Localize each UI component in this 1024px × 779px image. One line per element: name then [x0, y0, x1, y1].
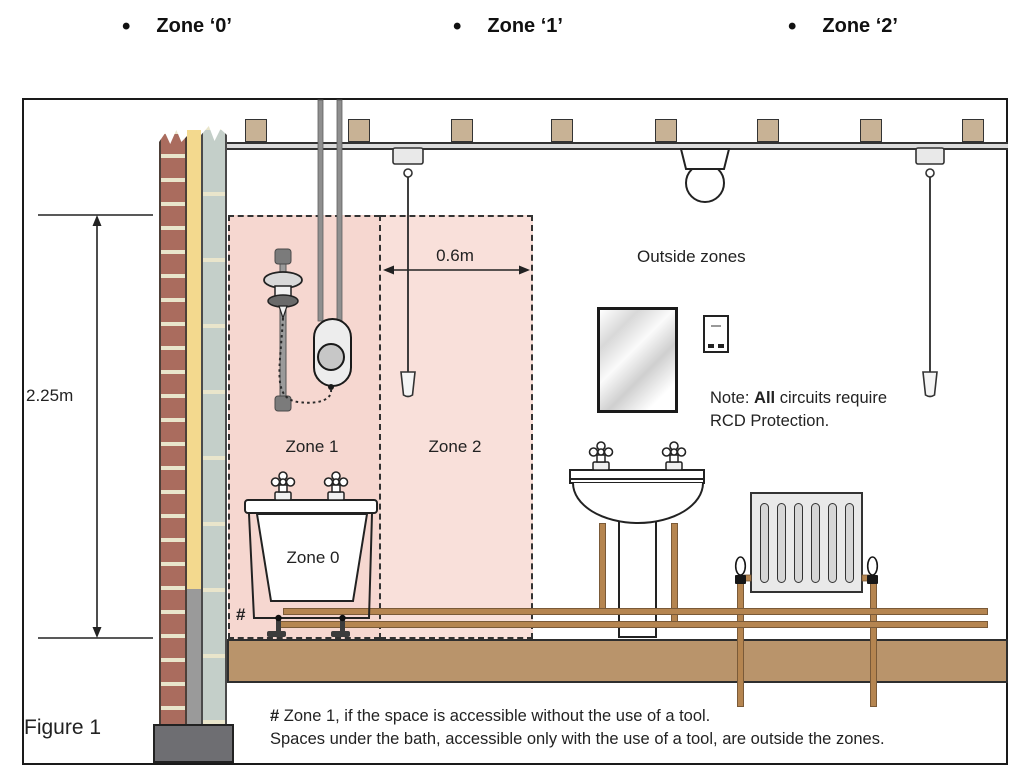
shower-supply-pipes: [317, 99, 343, 322]
pipe-horizontal-upper: [283, 608, 988, 615]
shaver-socket: [703, 315, 729, 353]
zone2-label: Zone 2: [428, 437, 482, 456]
basin-tap: [588, 441, 614, 471]
basin-tap: [661, 441, 687, 471]
note-suffix: circuits require: [775, 389, 887, 407]
shower-hose: [278, 317, 333, 404]
hash-marker: #: [236, 605, 246, 624]
bullet-icon: •: [788, 12, 797, 40]
wall-cavity-below-floor: [187, 589, 201, 724]
shower-rail: [274, 248, 292, 412]
basin-top-line: [571, 478, 703, 480]
ceiling: [227, 142, 1008, 150]
height-dimension-label: 2.25m: [26, 386, 74, 405]
radiator-fin: [845, 503, 854, 583]
radiator-valve: [861, 556, 879, 584]
legend-item-zone1: • Zone ‘1’: [453, 12, 563, 40]
zone0-label: Zone 0: [286, 548, 340, 567]
zone1-label: Zone 1: [285, 437, 339, 456]
wall-foundation: [153, 724, 234, 763]
figure-label: Figure 1: [24, 716, 102, 739]
bullet-icon: •: [453, 12, 462, 40]
bath-frame: [248, 513, 373, 619]
radiator-fin: [828, 503, 837, 583]
ceiling-joist: [757, 119, 779, 142]
rcd-note: Note: All circuits require RCD Protectio…: [710, 387, 925, 433]
bath-tap: [270, 471, 296, 501]
floor: [227, 639, 1008, 683]
diagram-frame: [22, 98, 1008, 765]
zone-divider: [379, 215, 381, 639]
bath-feet: [267, 614, 350, 637]
legend-label-zone1: Zone ‘1’: [487, 15, 563, 37]
socket-pin-icon: [718, 344, 724, 348]
zone2-region: [380, 215, 533, 639]
radiator-valve: [734, 556, 752, 584]
electric-shower-unit: [313, 318, 352, 390]
ceiling-joist: [551, 119, 573, 142]
shower-dial-icon: [317, 343, 345, 371]
zone2-width-arrow: [383, 265, 530, 275]
ceiling-joist: [860, 119, 882, 142]
legend-label-zone2: Zone ‘2’: [822, 15, 898, 37]
wall-block-inner-leaf: [201, 126, 227, 724]
bath-tub: [255, 513, 369, 602]
ceiling-light: [679, 148, 731, 203]
ceiling-joist: [962, 119, 984, 142]
legend-item-zone2: • Zone ‘2’: [788, 12, 898, 40]
radiator-fin: [794, 503, 803, 583]
pull-cord-switch-right: [915, 147, 945, 398]
shower-head-icon: [263, 271, 303, 320]
ceiling-joist: [348, 119, 370, 142]
basin-pedestal: [618, 520, 657, 638]
note-bold: All: [754, 389, 776, 407]
radiator-fin: [777, 503, 786, 583]
legend-item-zone0: • Zone ‘0’: [122, 12, 232, 40]
zone2-width-label: 0.6m: [436, 246, 474, 265]
ceiling-joist: [245, 119, 267, 142]
socket-slot-icon: [711, 325, 721, 327]
bath-tap: [323, 471, 349, 501]
note-prefix: Note:: [710, 389, 755, 407]
wall-insulation: [187, 130, 201, 589]
height-dimension-arrow: [38, 214, 153, 639]
pull-cord-switch-zone2: [392, 147, 424, 398]
bullet-icon: •: [122, 12, 131, 40]
outside-zones-label: Outside zones: [637, 247, 746, 266]
radiator-fin: [811, 503, 820, 583]
legend-label-zone0: Zone ‘0’: [156, 15, 232, 37]
footnote-line2: Spaces under the bath, accessible only w…: [270, 730, 885, 749]
footnote-line1: # Zone 1, if the space is accessible wit…: [270, 705, 1010, 728]
ceiling-joist: [451, 119, 473, 142]
wall-brick-outer-leaf: [159, 130, 187, 724]
socket-pin-icon: [708, 344, 714, 348]
footnote-line1-text: Zone 1, if the space is accessible witho…: [279, 707, 711, 725]
ceiling-joist: [655, 119, 677, 142]
radiator: [750, 492, 863, 593]
note-line2: RCD Protection.: [710, 411, 830, 430]
mirror: [597, 307, 678, 413]
footnote: # Zone 1, if the space is accessible wit…: [270, 705, 1010, 752]
footnote-hash: #: [270, 707, 280, 725]
radiator-fin: [760, 503, 769, 583]
